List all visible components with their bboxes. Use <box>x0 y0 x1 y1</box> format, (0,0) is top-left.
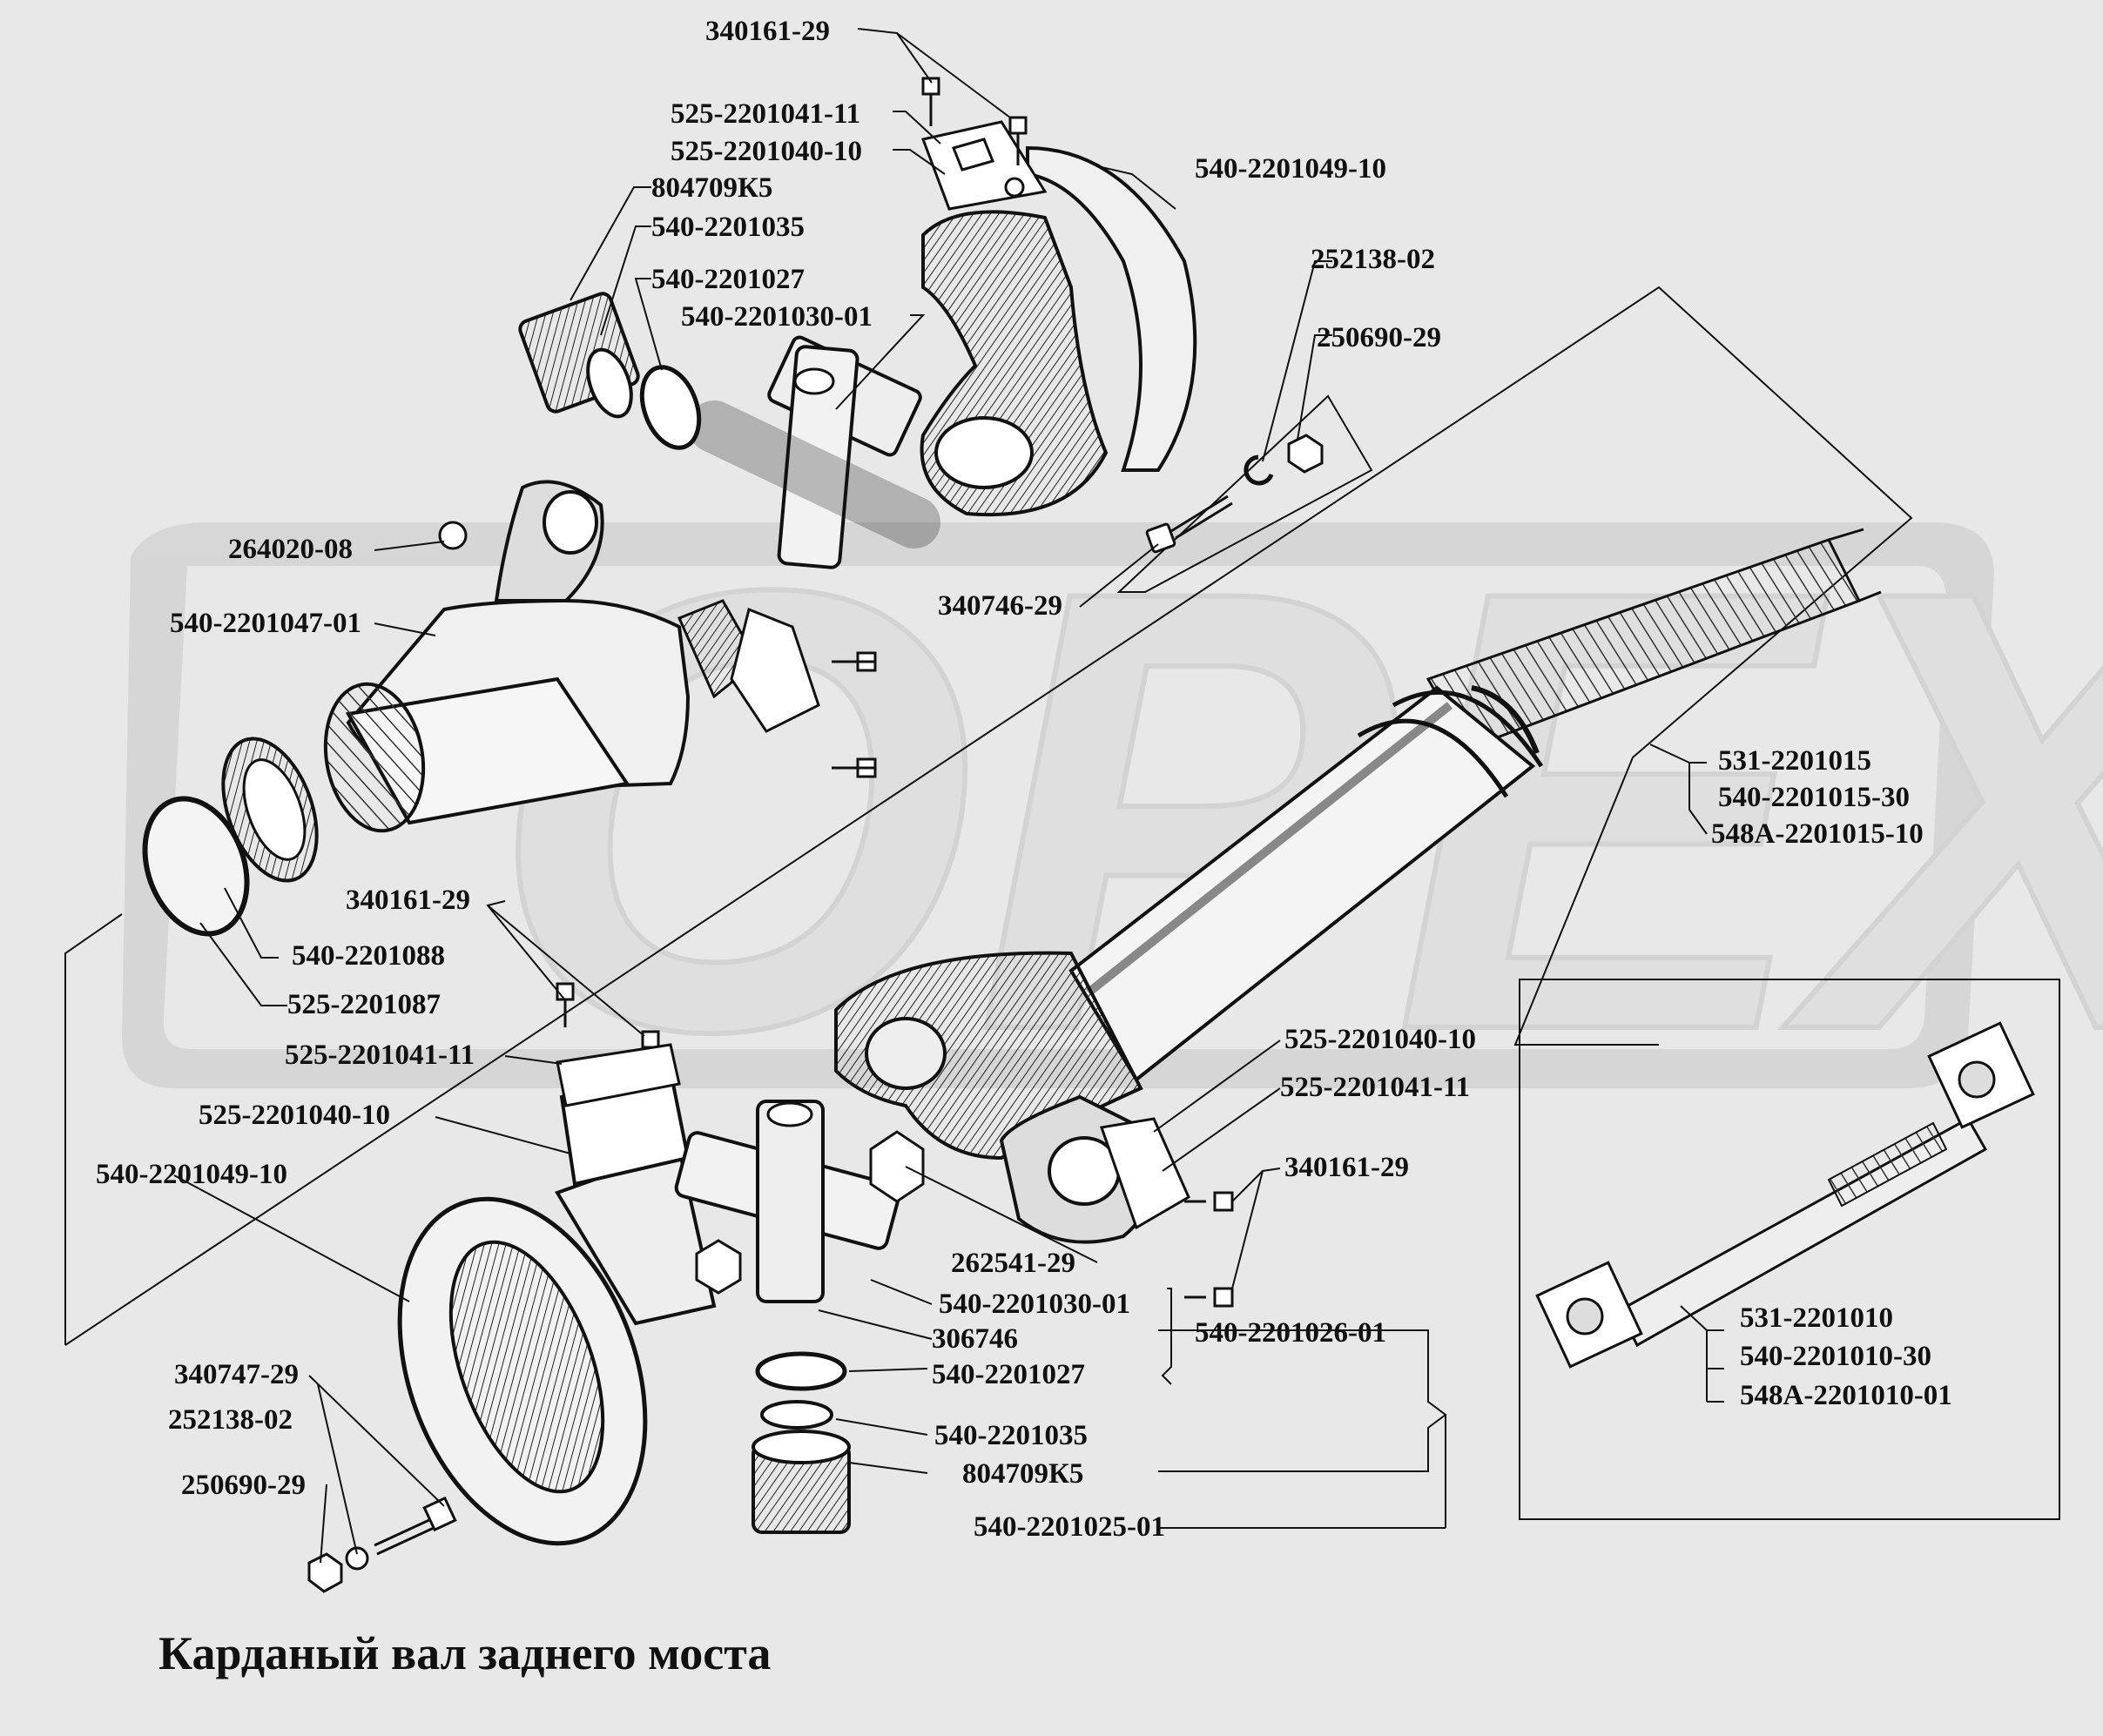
callout-label: 525-2201041-11 <box>671 98 861 130</box>
callout-label: 264020-08 <box>228 534 353 565</box>
lower-left-bolt-nut <box>307 1496 457 1593</box>
splined-shaft-assembly <box>834 528 1882 1244</box>
dust-seal-rings <box>142 737 319 937</box>
callout-label: 525-2201087 <box>287 989 441 1020</box>
lower-right-bolts <box>1184 1191 1234 1308</box>
lower-flange-yoke <box>397 1043 717 1546</box>
callout-label: 531-2201010 <box>1740 1302 1893 1334</box>
callout-label: 804709К5 <box>651 172 773 204</box>
callout-label: 250690-29 <box>181 1470 306 1501</box>
shaft-frame-lines <box>64 286 2060 1520</box>
callout-label: 548А-2201015-10 <box>1711 818 1924 850</box>
callout-label: 540-2201035 <box>651 212 805 243</box>
lower-cross-spider <box>674 1100 925 1303</box>
callout-label: 540-2201030-01 <box>939 1289 1130 1320</box>
callout-label: 540-2201035 <box>934 1420 1088 1451</box>
callout-label: 804709К5 <box>962 1458 1084 1490</box>
callout-label: 525-2201040-10 <box>1284 1024 1476 1055</box>
callout-label: 540-2201047-01 <box>170 608 361 639</box>
slip-yoke <box>323 480 820 833</box>
callout-label: 252138-02 <box>168 1404 293 1436</box>
callout-label: 540-2201049-10 <box>1195 153 1386 185</box>
callout-label: 531-2201015 <box>1718 745 1871 777</box>
upper-flange-yoke <box>920 120 1197 517</box>
callout-label: 340161-29 <box>705 16 830 47</box>
callout-label: 548А-2201010-01 <box>1740 1380 1952 1411</box>
upper-bolts <box>921 77 1028 165</box>
callout-label: 525-2201040-10 <box>199 1100 390 1131</box>
callout-label: 540-2201027 <box>932 1359 1085 1390</box>
callout-label: 540-2201027 <box>651 264 805 295</box>
callout-label: 340746-29 <box>938 590 1062 622</box>
leader-lines <box>173 28 1724 1564</box>
inset-complete-shaft <box>1535 1021 2035 1369</box>
callout-label: 540-2201025-01 <box>974 1511 1165 1543</box>
callout-label: 540-2201030-01 <box>681 301 873 333</box>
callout-label: 540-2201049-10 <box>96 1159 287 1190</box>
callout-label: 525-2201041-11 <box>285 1040 475 1071</box>
diagram-title: Карданый вал заднего моста <box>158 1627 772 1679</box>
callout-label: 525-2201040-10 <box>671 136 862 167</box>
lower-bearing-cup-and-seals <box>752 1351 851 1534</box>
callout-label: 540-2201015-30 <box>1718 782 1910 813</box>
flange-bolt-group-box <box>1116 394 1373 593</box>
upper-bearing-cup-and-seals <box>518 292 702 450</box>
upper-cross-spider <box>688 335 940 569</box>
callout-label: 540-2201026-01 <box>1195 1317 1386 1349</box>
callout-label: 306746 <box>932 1323 1018 1355</box>
callout-label: 252138-02 <box>1311 244 1435 275</box>
callout-label: 340161-29 <box>346 885 470 916</box>
callout-label: 262541-29 <box>951 1248 1075 1279</box>
callout-label: 540-2201088 <box>292 940 445 972</box>
callout-label: 250690-29 <box>1317 322 1441 353</box>
upper-right-bolt-nut <box>1145 434 1324 554</box>
callout-label: 340747-29 <box>174 1359 299 1390</box>
callout-label: 525-2201041-11 <box>1280 1072 1471 1103</box>
callout-label: 540-2201010-30 <box>1740 1341 1931 1372</box>
callout-label: 340161-29 <box>1284 1152 1409 1183</box>
